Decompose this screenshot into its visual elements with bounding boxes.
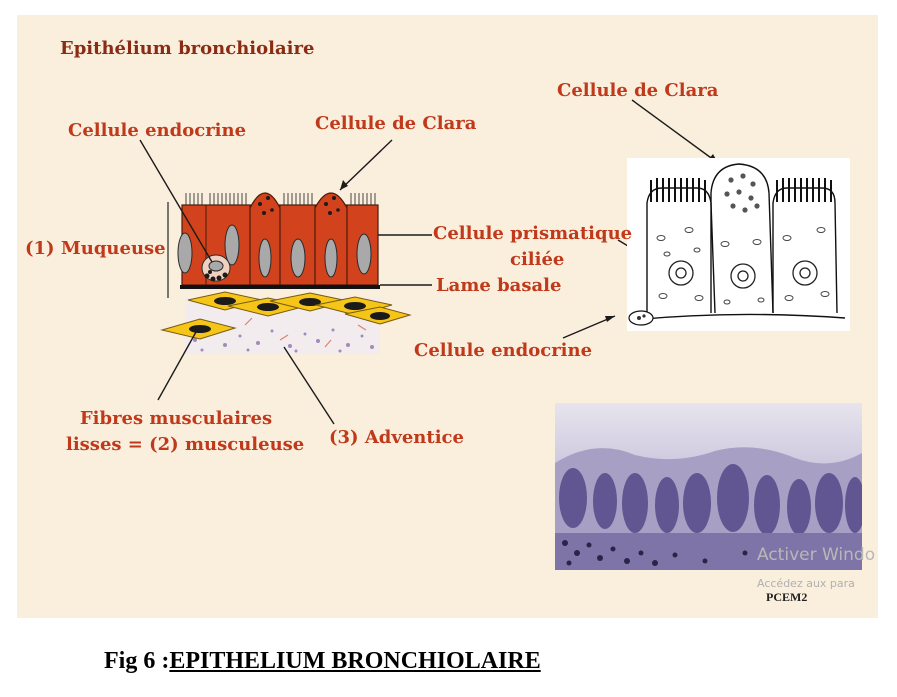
label-muqueuse: (1) Muqueuse (25, 238, 166, 259)
figure-caption: Fig 6 :EPITHELIUM BRONCHIOLAIRE (104, 648, 541, 675)
label-clara-left: Cellule de Clara (315, 113, 477, 134)
label-fibres-2: lisses = (2) musculeuse (66, 434, 305, 455)
label-adventice: (3) Adventice (329, 427, 464, 448)
epithelial-cells (177, 192, 379, 286)
caption-title: EPITHELIUM BRONCHIOLAIRE (169, 648, 541, 674)
activation-watermark-subtitle: Accédez aux para (757, 577, 855, 590)
label-fibres-1: Fibres musculaires (79, 408, 273, 429)
label-prismatique-2: ciliée (510, 249, 565, 270)
caption-prefix: Fig 6 : (104, 648, 170, 674)
label-prismatique-1: Cellule prismatique (433, 223, 633, 244)
label-endocrine-top: Cellule endocrine (68, 120, 247, 141)
clara-cell-drawing (627, 158, 850, 331)
smooth-muscle-fibres (160, 291, 412, 340)
label-endocrine-right: Cellule endocrine (414, 340, 593, 361)
label-lame-basale: Lame basale (436, 275, 562, 296)
slide-title: Epithélium bronchiolaire (60, 38, 315, 59)
activation-watermark-title: Activer Windo (757, 545, 876, 565)
pcem-label: PCEM2 (766, 590, 808, 604)
endocrine-cell-drawing (628, 310, 654, 326)
label-clara-right: Cellule de Clara (557, 80, 719, 101)
micrograph (555, 403, 862, 570)
